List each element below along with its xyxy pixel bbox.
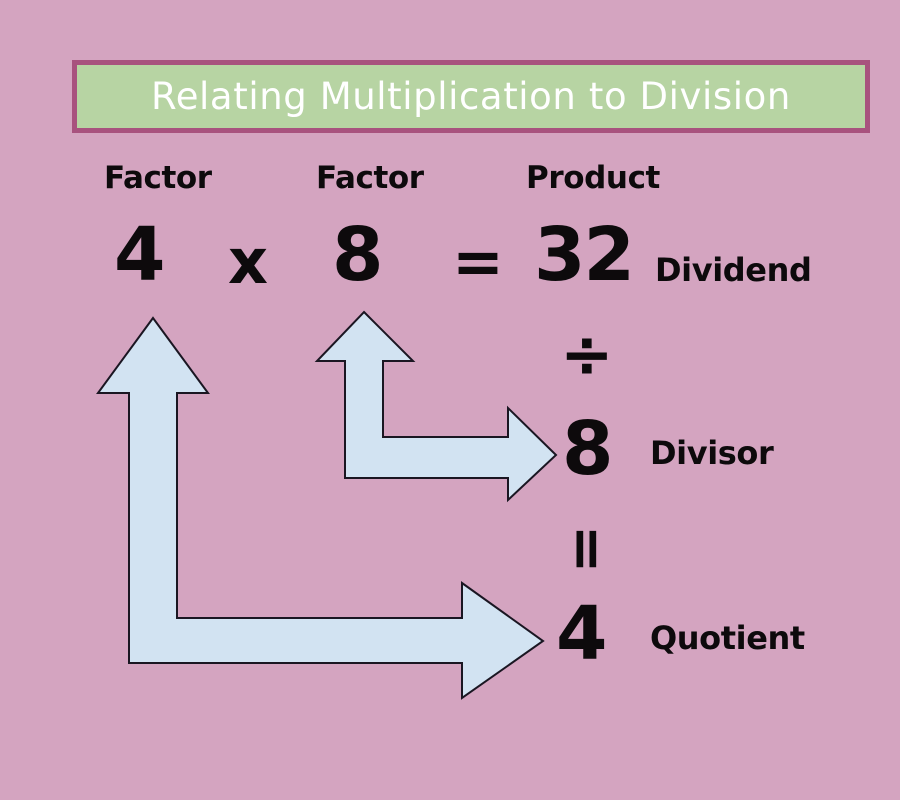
- equals-operator-horizontal: =: [452, 225, 504, 298]
- value-quotient: 4: [556, 591, 607, 677]
- quotient-to-factor-arrow: [96, 316, 545, 700]
- label-quotient: Quotient: [650, 619, 805, 657]
- label-factor-two: Factor: [316, 160, 424, 196]
- value-divisor: 8: [562, 406, 613, 492]
- value-product: 32: [534, 212, 635, 298]
- value-factor-one: 4: [114, 212, 165, 298]
- label-divisor: Divisor: [650, 434, 774, 472]
- value-factor-two: 8: [332, 212, 383, 298]
- divide-operator: ÷: [560, 318, 614, 392]
- divisor-to-factor-arrow: [314, 310, 558, 503]
- multiply-operator: x: [228, 225, 268, 298]
- title-banner: Relating Multiplication to Division: [72, 60, 870, 133]
- label-dividend: Dividend: [655, 251, 812, 289]
- page-title: Relating Multiplication to Division: [151, 75, 791, 118]
- label-product: Product: [526, 160, 660, 196]
- label-factor-one: Factor: [104, 160, 212, 196]
- equals-operator-rotated: =: [554, 524, 622, 574]
